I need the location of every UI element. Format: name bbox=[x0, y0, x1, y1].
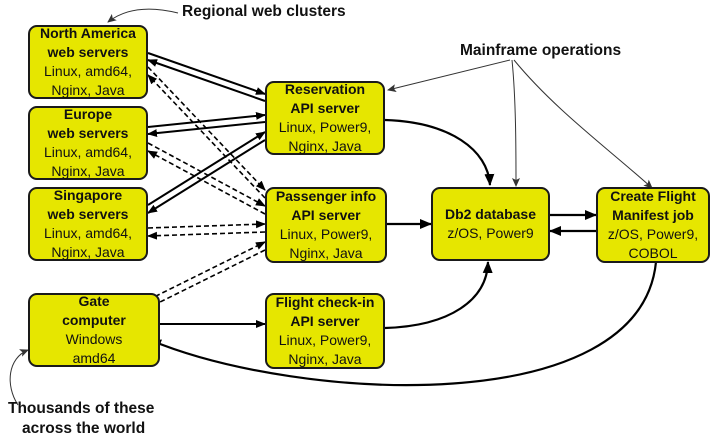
reservation-api-server-node: Reservation API server Linux, Power9, Ng… bbox=[265, 81, 385, 155]
europe-web-servers-node: Europe web servers Linux, amd64, Nginx, … bbox=[28, 106, 148, 180]
node-details: Nginx, Java bbox=[289, 245, 363, 261]
node-details: Linux, amd64, bbox=[44, 144, 132, 160]
node-title: API server bbox=[290, 313, 360, 329]
create-flight-manifest-job-node: Create Flight Manifest job z/OS, Power9,… bbox=[596, 187, 710, 263]
node-details: z/OS, Power9, bbox=[607, 226, 699, 242]
pointer-thousands bbox=[9, 349, 29, 406]
node-title: North America bbox=[40, 25, 136, 41]
node-title: Singapore bbox=[53, 187, 123, 203]
node-title: Passenger info bbox=[275, 188, 377, 204]
connector-reservation-db2 bbox=[384, 118, 495, 186]
thousands-label-line1: Thousands of these bbox=[8, 400, 155, 417]
node-details: Nginx, Java bbox=[51, 244, 125, 260]
regional-web-clusters-label: Regional web clusters bbox=[182, 3, 346, 20]
node-title: web servers bbox=[47, 125, 129, 141]
connector-na-passenger bbox=[147, 66, 266, 199]
node-title: Create Flight bbox=[610, 188, 696, 204]
node-details: z/OS, Power9 bbox=[447, 225, 534, 241]
connector-sg-reservation bbox=[147, 131, 266, 214]
connector-gate-passenger bbox=[147, 241, 266, 309]
connector-checkin-db2 bbox=[384, 261, 493, 330]
pointer-mainframe-db2 bbox=[511, 59, 520, 187]
node-details: Nginx, Java bbox=[51, 82, 125, 98]
node-details: Linux, amd64, bbox=[44, 63, 132, 79]
node-details: Windows bbox=[65, 331, 123, 347]
node-title: Flight check-in bbox=[275, 294, 375, 310]
node-title: web servers bbox=[47, 206, 129, 222]
node-details: Linux, Power9, bbox=[279, 226, 373, 242]
node-details: Linux, amd64, bbox=[44, 225, 132, 241]
pointer-mainframe-reservation bbox=[387, 59, 511, 93]
node-title: Gate bbox=[78, 293, 110, 309]
pointer-regional-web-clusters bbox=[107, 8, 179, 23]
node-details: Linux, Power9, bbox=[278, 119, 372, 135]
passenger-info-api-server-node: Passenger info API server Linux, Power9,… bbox=[265, 187, 387, 263]
node-title: API server bbox=[291, 207, 361, 223]
node-details: COBOL bbox=[628, 245, 678, 261]
node-details: Nginx, Java bbox=[288, 351, 362, 367]
connector-na-reservation bbox=[147, 52, 266, 102]
connector-eu-reservation bbox=[147, 111, 266, 138]
thousands-label-line2: across the world bbox=[22, 420, 146, 437]
node-title: Db2 database bbox=[444, 206, 537, 222]
node-title: web servers bbox=[47, 44, 129, 60]
node-title: API server bbox=[290, 100, 360, 116]
db2-database-node: Db2 database z/OS, Power9 bbox=[431, 187, 550, 261]
node-details: Linux, Power9, bbox=[278, 332, 372, 348]
north-america-web-servers-node: North America web servers Linux, amd64, … bbox=[28, 25, 148, 99]
connector-eu-passenger bbox=[147, 142, 266, 215]
connector-sg-passenger bbox=[147, 220, 266, 240]
node-details: Nginx, Java bbox=[288, 138, 362, 154]
connector-job-gate bbox=[149, 261, 658, 387]
node-title: Manifest job bbox=[612, 207, 694, 223]
singapore-web-servers-node: Singapore web servers Linux, amd64, Ngin… bbox=[28, 187, 148, 261]
node-details: amd64 bbox=[72, 350, 116, 366]
pointer-mainframe-job bbox=[513, 59, 653, 189]
node-title: computer bbox=[62, 312, 126, 328]
mainframe-operations-label: Mainframe operations bbox=[460, 42, 622, 59]
node-details: Nginx, Java bbox=[51, 163, 125, 179]
node-title: Reservation bbox=[284, 81, 366, 97]
flight-check-in-api-server-node: Flight check-in API server Linux, Power9… bbox=[265, 293, 385, 369]
node-title: Europe bbox=[63, 106, 113, 122]
gate-computer-node: Gate computer Windows amd64 bbox=[28, 293, 160, 367]
